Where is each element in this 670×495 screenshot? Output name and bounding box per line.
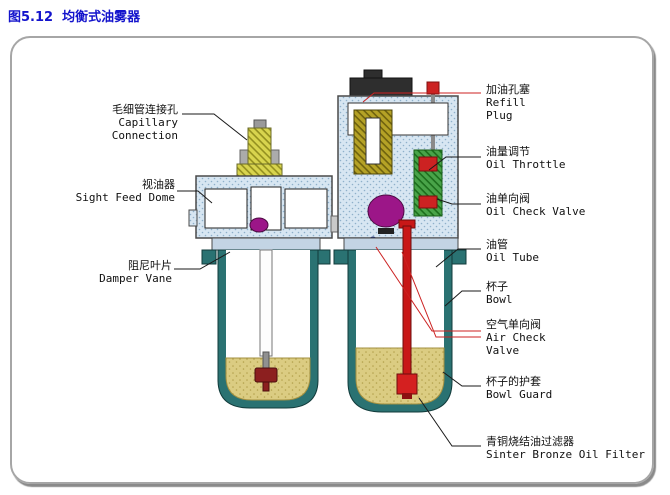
capillary-thread-left: [239, 149, 249, 165]
label-damper-zh: 阻尼叶片: [128, 259, 172, 272]
right-ear-left: [333, 249, 349, 265]
left-center-tube: [259, 249, 273, 357]
label-bowl-guard: 杯子的护套 Bowl Guard: [486, 375, 552, 401]
label-oil-tube: 油管 Oil Tube: [486, 238, 539, 264]
label-refill-en1: Refill: [486, 96, 526, 109]
label-bowl-zh: 杯子: [486, 280, 508, 293]
label-bowl-en1: Bowl: [486, 293, 513, 306]
oil-check-valve-lower: [418, 195, 438, 209]
label-aircheck-en2: Valve: [486, 344, 520, 357]
label-refill-zh: 加油孔塞: [486, 83, 530, 96]
label-oil-check-valve: 油单向阀 Oil Check Valve: [486, 192, 585, 218]
capillary-flange: [236, 163, 283, 178]
left-drip-dome: [249, 217, 269, 233]
sight-window-left: [204, 188, 248, 229]
leader-aircheck-b: [401, 251, 481, 338]
label-damper-vane: 阻尼叶片 Damper Vane: [52, 259, 172, 285]
leader-lines: [174, 92, 481, 447]
label-capillary-en2: Connection: [111, 129, 178, 142]
damper-vane: [254, 367, 278, 383]
label-refill-plug: 加油孔塞 Refill Plug: [486, 83, 530, 122]
label-sight-en1: Sight Feed Dome: [75, 191, 175, 204]
sight-window-right: [284, 188, 328, 229]
label-sight-zh: 视油器: [142, 178, 175, 191]
label-refill-en2: Plug: [486, 109, 513, 122]
label-capillary-zh: 毛细管连接孔: [112, 103, 178, 116]
leader-refill: [362, 92, 481, 103]
throttle-knob: [426, 81, 440, 95]
right-lubricator: [333, 69, 467, 413]
label-throttle-zh: 油量调节: [486, 145, 530, 158]
label-sinter-bronze-filter: 青铜烧结油过滤器 Sinter Bronze Oil Filter: [486, 435, 645, 461]
leader-bowlguard: [442, 371, 481, 387]
label-oilcheck-en1: Oil Check Valve: [486, 205, 586, 218]
label-capillary-en1: Capillary: [118, 116, 178, 129]
leader-damper: [174, 251, 231, 270]
label-oilcheck-zh: 油单向阀: [486, 192, 530, 205]
leader-aircheck-a: [375, 246, 481, 332]
figure-panel-border: [10, 36, 654, 484]
label-bowlguard-en1: Bowl Guard: [486, 388, 553, 401]
left-head-tab: [188, 209, 198, 227]
left-lubricator: [188, 119, 333, 409]
label-air-check-valve: 空气单向阀 Air Check Valve: [486, 318, 546, 357]
leader-throttle: [428, 156, 481, 171]
label-oiltube-zh: 油管: [486, 238, 508, 251]
capillary-stem: [247, 127, 272, 167]
label-aircheck-zh: 空气单向阀: [486, 318, 541, 331]
leader-oiltube: [435, 248, 481, 268]
leader-sight: [177, 190, 213, 204]
figure-title: 图5.12 均衡式油雾器: [8, 10, 141, 25]
right-drip-dome: [367, 194, 405, 228]
leader-oilcheck: [436, 198, 481, 205]
label-aircheck-en1: Air Check: [486, 331, 546, 344]
leader-bowl: [444, 290, 481, 307]
right-baffle-plate: [343, 237, 459, 251]
label-bowl: 杯子 Bowl: [486, 280, 513, 306]
olive-slot: [365, 117, 381, 165]
oil-check-valve-upper: [418, 156, 438, 172]
capillary-thread-right: [270, 149, 280, 165]
label-sight-feed-dome: 视油器 Sight Feed Dome: [55, 178, 175, 204]
label-capillary-connection: 毛细管连接孔 Capillary Connection: [58, 103, 178, 142]
leader-filter: [418, 397, 481, 447]
valve-seat: [378, 228, 394, 234]
damper-stem: [262, 351, 270, 371]
left-baffle-plate: [211, 237, 321, 251]
damper-tail: [262, 381, 270, 392]
label-oil-throttle: 油量调节 Oil Throttle: [486, 145, 565, 171]
label-throttle-en1: Oil Throttle: [486, 158, 566, 171]
label-filter-zh: 青铜烧结油过滤器: [486, 435, 574, 448]
label-oiltube-en1: Oil Tube: [486, 251, 539, 264]
label-filter-en1: Sinter Bronze Oil Filter: [486, 448, 645, 461]
leader-capillary: [182, 113, 248, 141]
label-damper-en1: Damper Vane: [99, 272, 172, 285]
left-ear-left: [201, 249, 217, 265]
oil-tube: [402, 225, 412, 377]
label-bowlguard-zh: 杯子的护套: [486, 375, 541, 388]
filter-tip: [402, 393, 412, 399]
sinter-bronze-filter: [396, 373, 418, 395]
